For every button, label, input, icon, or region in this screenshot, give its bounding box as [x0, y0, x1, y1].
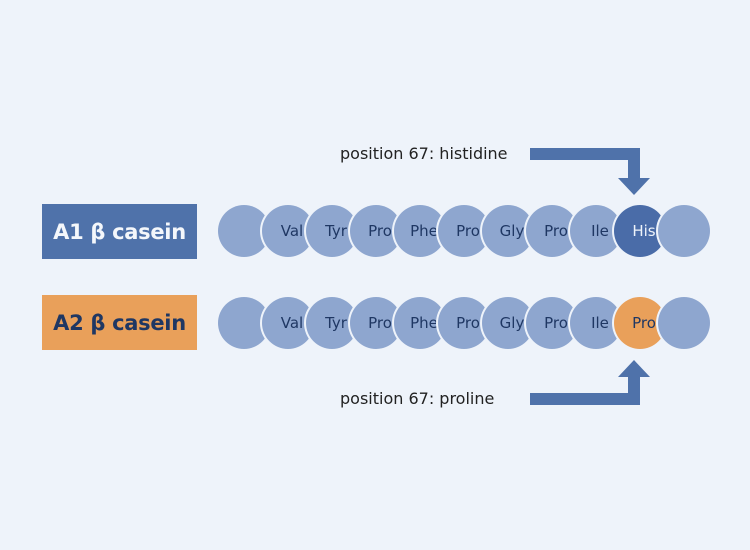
residue-label: Ile: [591, 314, 609, 332]
residue-label: Gly: [499, 222, 525, 240]
residue-circle: Phe: [394, 205, 446, 257]
residue-circle: Val: [262, 297, 314, 349]
residue-circle: [658, 205, 710, 257]
residue-label: Pro: [456, 222, 480, 240]
residue-label: Pro: [368, 314, 392, 332]
annotation-histidine: position 67: histidine: [340, 144, 508, 163]
residue-circle: Pro: [438, 205, 490, 257]
residue-label: Pro: [456, 314, 480, 332]
annotation-proline: position 67: proline: [340, 389, 495, 408]
residue-circle: Val: [262, 205, 314, 257]
residue-label: Pro: [368, 222, 392, 240]
residue-circle: [658, 297, 710, 349]
residue-label: Phe: [410, 314, 438, 332]
residue-circle: Pro: [526, 297, 578, 349]
residue-circle: Pro: [526, 205, 578, 257]
residue-label: Val: [280, 222, 304, 240]
residue-circle: Gly: [482, 297, 534, 349]
arrow-down-to-his: [530, 148, 650, 195]
residue-circle: Phe: [394, 297, 446, 349]
residue-circle: Pro: [614, 297, 666, 349]
residue-circle: Gly: [482, 205, 534, 257]
a2-beta-casein-label: A2 β casein: [42, 295, 197, 350]
residue-label: His: [632, 222, 656, 240]
residue-label: Pro: [544, 222, 568, 240]
residue-label: Pro: [632, 314, 656, 332]
residue-circle: [218, 205, 270, 257]
residue-circle: His: [614, 205, 666, 257]
residue-circle: [218, 297, 270, 349]
residue-label: Ile: [591, 222, 609, 240]
residue-label: Val: [280, 314, 304, 332]
residue-label: Tyr: [325, 314, 347, 332]
residue-circle: Pro: [438, 297, 490, 349]
arrow-up-to-pro: [530, 360, 650, 405]
residue-circle: Pro: [350, 205, 402, 257]
residue-circle: Ile: [570, 205, 622, 257]
residue-label: Phe: [410, 222, 438, 240]
residue-circle: Pro: [350, 297, 402, 349]
residue-label: Tyr: [325, 222, 347, 240]
a1-beta-casein-label: A1 β casein: [42, 204, 197, 259]
residue-label: Gly: [499, 314, 525, 332]
residue-circle: Ile: [570, 297, 622, 349]
residue-circle: Tyr: [306, 205, 358, 257]
residue-circle: Tyr: [306, 297, 358, 349]
residue-label: Pro: [544, 314, 568, 332]
